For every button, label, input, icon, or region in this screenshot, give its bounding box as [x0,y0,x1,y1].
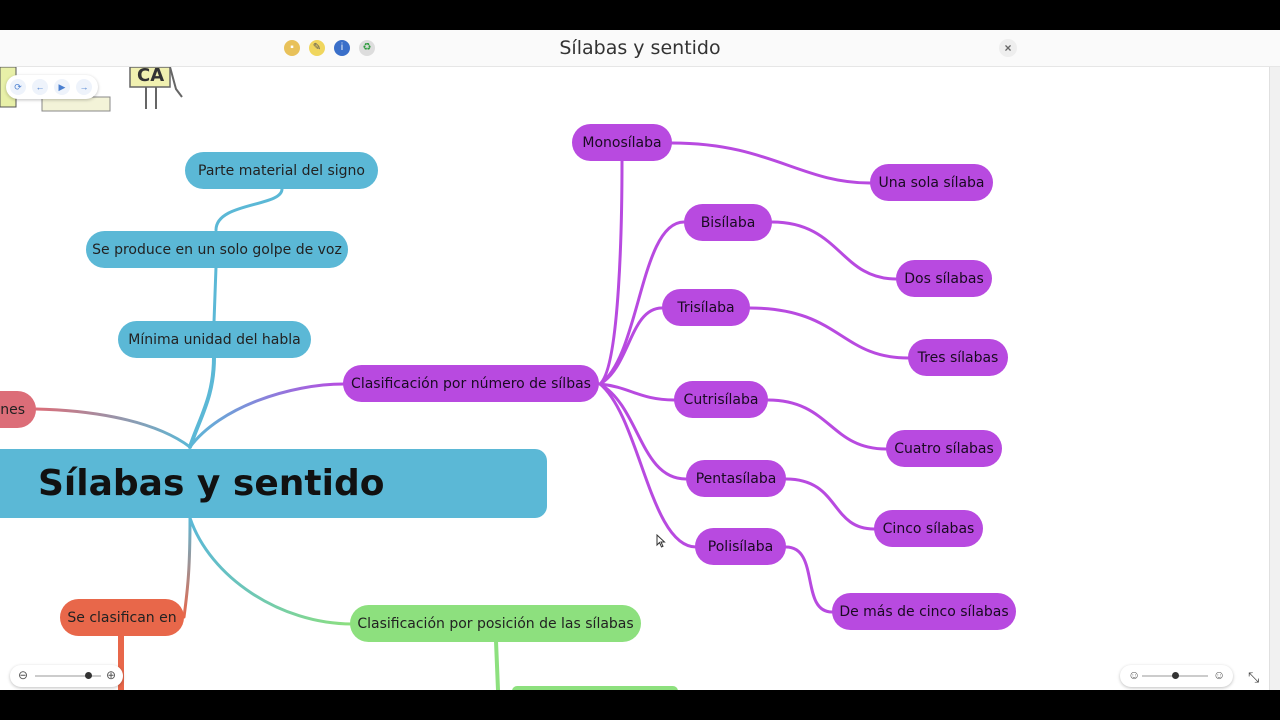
fullscreen-icon[interactable]: ⤡ [1248,669,1260,685]
node-golpe-voz[interactable]: Se produce en un solo golpe de voz [86,231,348,268]
node-polisilaba[interactable]: Polisílaba [695,528,786,565]
figure-large-icon[interactable]: ☺ [1213,668,1226,682]
zoom-slider-knob[interactable] [85,672,92,679]
link-posicion-down [494,639,500,690]
window-title: Sílabas y sentido [559,37,721,59]
vertical-scrollbar[interactable] [1269,67,1280,690]
node-se-clasifican[interactable]: Se clasifican en [60,599,184,636]
link-cutri-cuatro [766,398,888,451]
node-tres[interactable]: Tres sílabas [908,339,1008,376]
link-penta-cinco [784,477,876,531]
node-cinco[interactable]: Cinco sílabas [874,510,983,547]
link-root-clasifnum [188,382,346,449]
zoom-control-left: ⊖ ⊕ [10,665,123,687]
folder-icon[interactable]: ▪ [284,40,300,56]
root-node[interactable]: Sílabas y sentido [0,449,547,518]
mindmap-connectors [34,141,910,690]
zoom-control-right: ☺ ☺ [1120,665,1233,687]
info-icon[interactable]: i [334,40,350,56]
stamp-text: CA [137,67,165,86]
link-bi-dos [770,220,898,281]
node-trisilaba[interactable]: Trisílaba [662,289,750,326]
link-root-partial [34,407,192,449]
link-root-posicion [188,516,354,626]
close-button[interactable]: × [999,39,1017,57]
slideshow-illustration [0,67,183,112]
back-icon[interactable]: ← [32,79,48,95]
link-tri-tres [748,306,910,360]
node-pentasilaba[interactable]: Pentasílaba [686,460,786,497]
zoom-track[interactable] [35,675,101,677]
zoom-in-icon[interactable]: ⊕ [106,668,117,682]
node-cuatro[interactable]: Cuatro sílabas [886,430,1002,467]
scale-slider-knob[interactable] [1172,672,1179,679]
node-cutrisilaba[interactable]: Cutrisílaba [674,381,768,418]
refresh-icon[interactable]: ⟳ [10,79,26,95]
node-dos[interactable]: Dos sílabas [896,260,992,297]
link-num-poli [598,382,698,549]
link-num-mono [598,159,624,386]
mindmap-canvas[interactable]: CA ⟳ ← ▶ → [0,67,1280,690]
share-icon[interactable]: ♻ [359,40,375,56]
node-partial-left[interactable]: nes [0,391,36,428]
figure-small-icon[interactable]: ☺ [1128,668,1141,682]
link-num-penta [598,382,688,481]
link-num-tri [598,306,664,386]
link-golpe-parte [214,187,284,232]
link-mono-una [670,141,872,185]
node-clasif-posicion[interactable]: Clasificación por posición de las sílaba… [350,605,641,642]
link-poli-mas [784,545,834,614]
node-parte-material[interactable]: Parte material del signo [185,152,378,189]
link-root-seclasifican [182,516,192,619]
pencil-icon[interactable]: ✎ [309,40,325,56]
link-root-minima [188,355,216,449]
zoom-out-icon[interactable]: ⊖ [18,668,29,682]
play-icon[interactable]: ▶ [54,79,70,95]
link-num-cutri [598,382,676,402]
node-minima-unidad[interactable]: Mínima unidad del habla [118,321,311,358]
link-minima-golpe [212,265,218,324]
node-clasif-numero[interactable]: Clasificación por número de sílbas [343,365,599,402]
node-una-sola[interactable]: Una sola sílaba [870,164,993,201]
node-monosilaba[interactable]: Monosílaba [572,124,672,161]
node-partial-bottom[interactable] [512,686,678,690]
title-bar: ▪ ✎ i ♻ Sílabas y sentido × [0,30,1280,67]
slideshow-controls: ⟳ ← ▶ → [6,75,98,99]
cursor-icon [656,534,666,548]
node-mas-cinco[interactable]: De más de cinco sílabas [832,593,1016,630]
forward-icon[interactable]: → [76,79,92,95]
node-bisilaba[interactable]: Bisílaba [684,204,772,241]
